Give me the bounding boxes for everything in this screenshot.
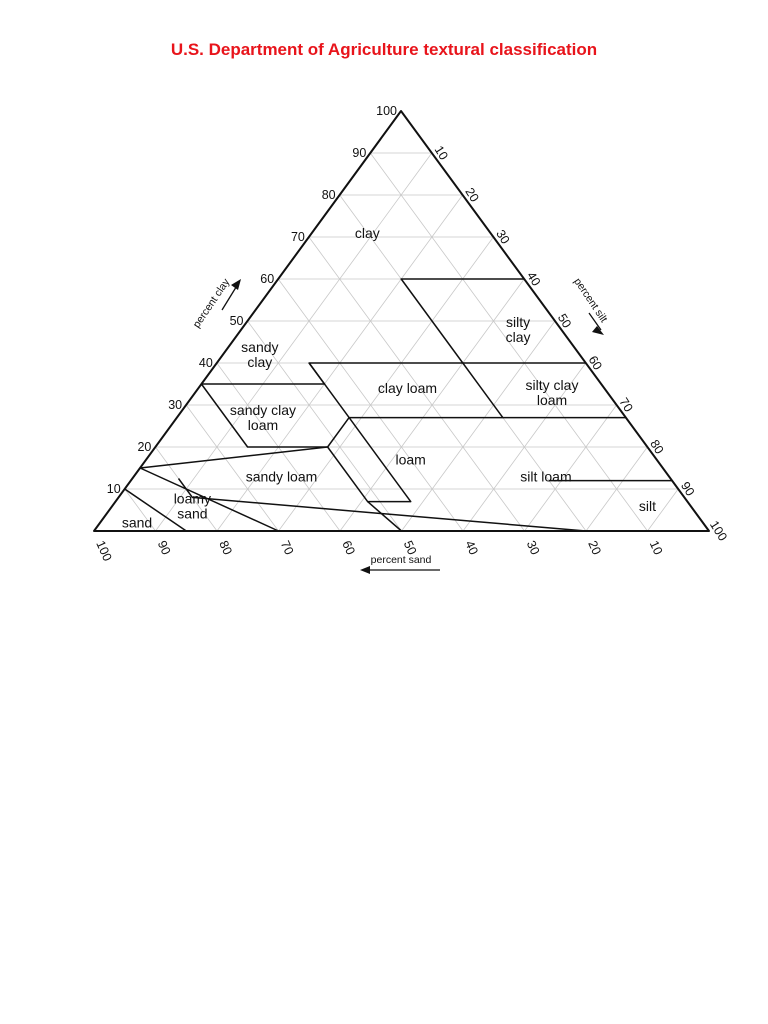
- texture-label-line: sand: [177, 505, 207, 521]
- texture-label-line: silt: [639, 498, 656, 514]
- clay-tick-label: 30: [168, 398, 182, 412]
- clay-tick-label: 80: [322, 188, 336, 202]
- clay-axis-arrowhead: [231, 279, 241, 290]
- silt-tick-label: 70: [616, 395, 635, 414]
- texture-label-line: clay: [355, 225, 380, 241]
- clay-tick-label: 50: [230, 314, 244, 328]
- silt-tick-label: 30: [493, 227, 512, 246]
- silt-tick-label: 10: [432, 143, 451, 162]
- texture-label: sandy loam: [246, 468, 318, 484]
- sand-tick-label: 40: [462, 539, 480, 557]
- grid-line-silt-80: [585, 446, 648, 531]
- texture-label: silt loam: [520, 468, 571, 484]
- silt-axis-label: percent silt: [571, 276, 609, 325]
- texture-label-line: loam: [537, 392, 567, 408]
- boundary-line-5: [326, 417, 412, 503]
- sand-tick-label: 10: [647, 539, 665, 557]
- clay-tick-label: 60: [260, 272, 274, 286]
- silt-tick-label: 40: [524, 269, 543, 288]
- grid-line-silt-30: [278, 236, 494, 531]
- clay-tick-label: 70: [291, 230, 305, 244]
- boundary-line-10: [177, 478, 587, 532]
- sand-tick-label: 100: [93, 539, 114, 564]
- silt-axis-arrowhead: [592, 326, 604, 335]
- silt-axis-arrow: [588, 312, 602, 331]
- axis-ticks: 10 20 30 40 50 60 70 80 90 100 10 20 30 40 50 60 70 80 90 1…: [93, 104, 730, 563]
- texture-label-line: silt loam: [520, 468, 571, 484]
- texture-label: clay loam: [378, 380, 437, 396]
- grid-line-silt-60: [462, 362, 587, 531]
- texture-label-line: silty clay: [526, 377, 579, 393]
- texture-label-line: clay: [506, 329, 531, 345]
- sand-tick-label: 80: [216, 539, 234, 557]
- texture-label-line: sandy clay: [230, 402, 296, 418]
- texture-label-line: silty: [506, 314, 530, 330]
- sand-tick-label: 60: [339, 539, 357, 557]
- clay-tick-label: 90: [352, 146, 366, 160]
- texture-label-line: sandy loam: [246, 468, 318, 484]
- silt-tick-label: 80: [647, 437, 666, 456]
- texture-label: clay: [355, 225, 380, 241]
- sand-tick-label: 50: [401, 539, 419, 557]
- clay-tick-label: 10: [107, 482, 121, 496]
- texture-label-line: clay: [247, 354, 272, 370]
- texture-label: sand: [122, 515, 152, 531]
- grid-line-silt-10: [155, 152, 433, 531]
- grid-lines: [124, 152, 679, 531]
- texture-label-line: sandy: [241, 339, 278, 355]
- sand-tick-label: 70: [278, 539, 296, 557]
- clay-tick-label: 20: [137, 440, 151, 454]
- triangle-border: [93, 110, 710, 532]
- silt-tick-label: 90: [678, 479, 697, 498]
- sand-tick-label: 30: [524, 539, 542, 557]
- silt-tick-label: 20: [462, 185, 481, 204]
- grid-line-sand-50: [247, 320, 402, 531]
- boundary-line-2: [201, 362, 326, 385]
- clay-axis-arrow: [221, 283, 239, 311]
- sand-axis-label: percent sand: [371, 554, 432, 566]
- boundary-line-6: [367, 501, 402, 532]
- silt-tick-label: 60: [586, 353, 605, 372]
- grid-line-sand-70: [185, 404, 279, 531]
- texture-label: loam: [395, 452, 425, 468]
- page-title: U.S. Department of Agriculture textural …: [170, 40, 598, 59]
- texture-label: silt: [639, 498, 656, 514]
- grid-line-sand-30: [308, 236, 525, 531]
- texture-label-line: sand: [122, 515, 152, 531]
- grid-line-silt-90: [647, 488, 679, 531]
- texture-label-line: loamy: [174, 490, 211, 506]
- clay-tick-label: 100: [376, 104, 397, 118]
- sand-tick-label: 20: [585, 539, 603, 557]
- silt-axis-title: percent silt: [571, 276, 610, 335]
- sand-axis-title: percent sand: [360, 554, 440, 574]
- texture-label-line: loam: [248, 417, 278, 433]
- grid-line-sand-10: [369, 152, 648, 531]
- grid-line-silt-50: [401, 320, 556, 531]
- sand-tick-label: 90: [155, 539, 173, 557]
- sand-axis-arrowhead: [360, 566, 370, 574]
- clay-tick-label: 40: [199, 356, 213, 370]
- texture-label-line: clay loam: [378, 380, 437, 396]
- texture-label-line: loam: [395, 452, 425, 468]
- silt-tick-label: 100: [707, 518, 730, 543]
- grid-line-silt-70: [524, 404, 617, 531]
- grid-line-sand-90: [124, 488, 156, 531]
- silt-tick-label: 50: [555, 311, 574, 330]
